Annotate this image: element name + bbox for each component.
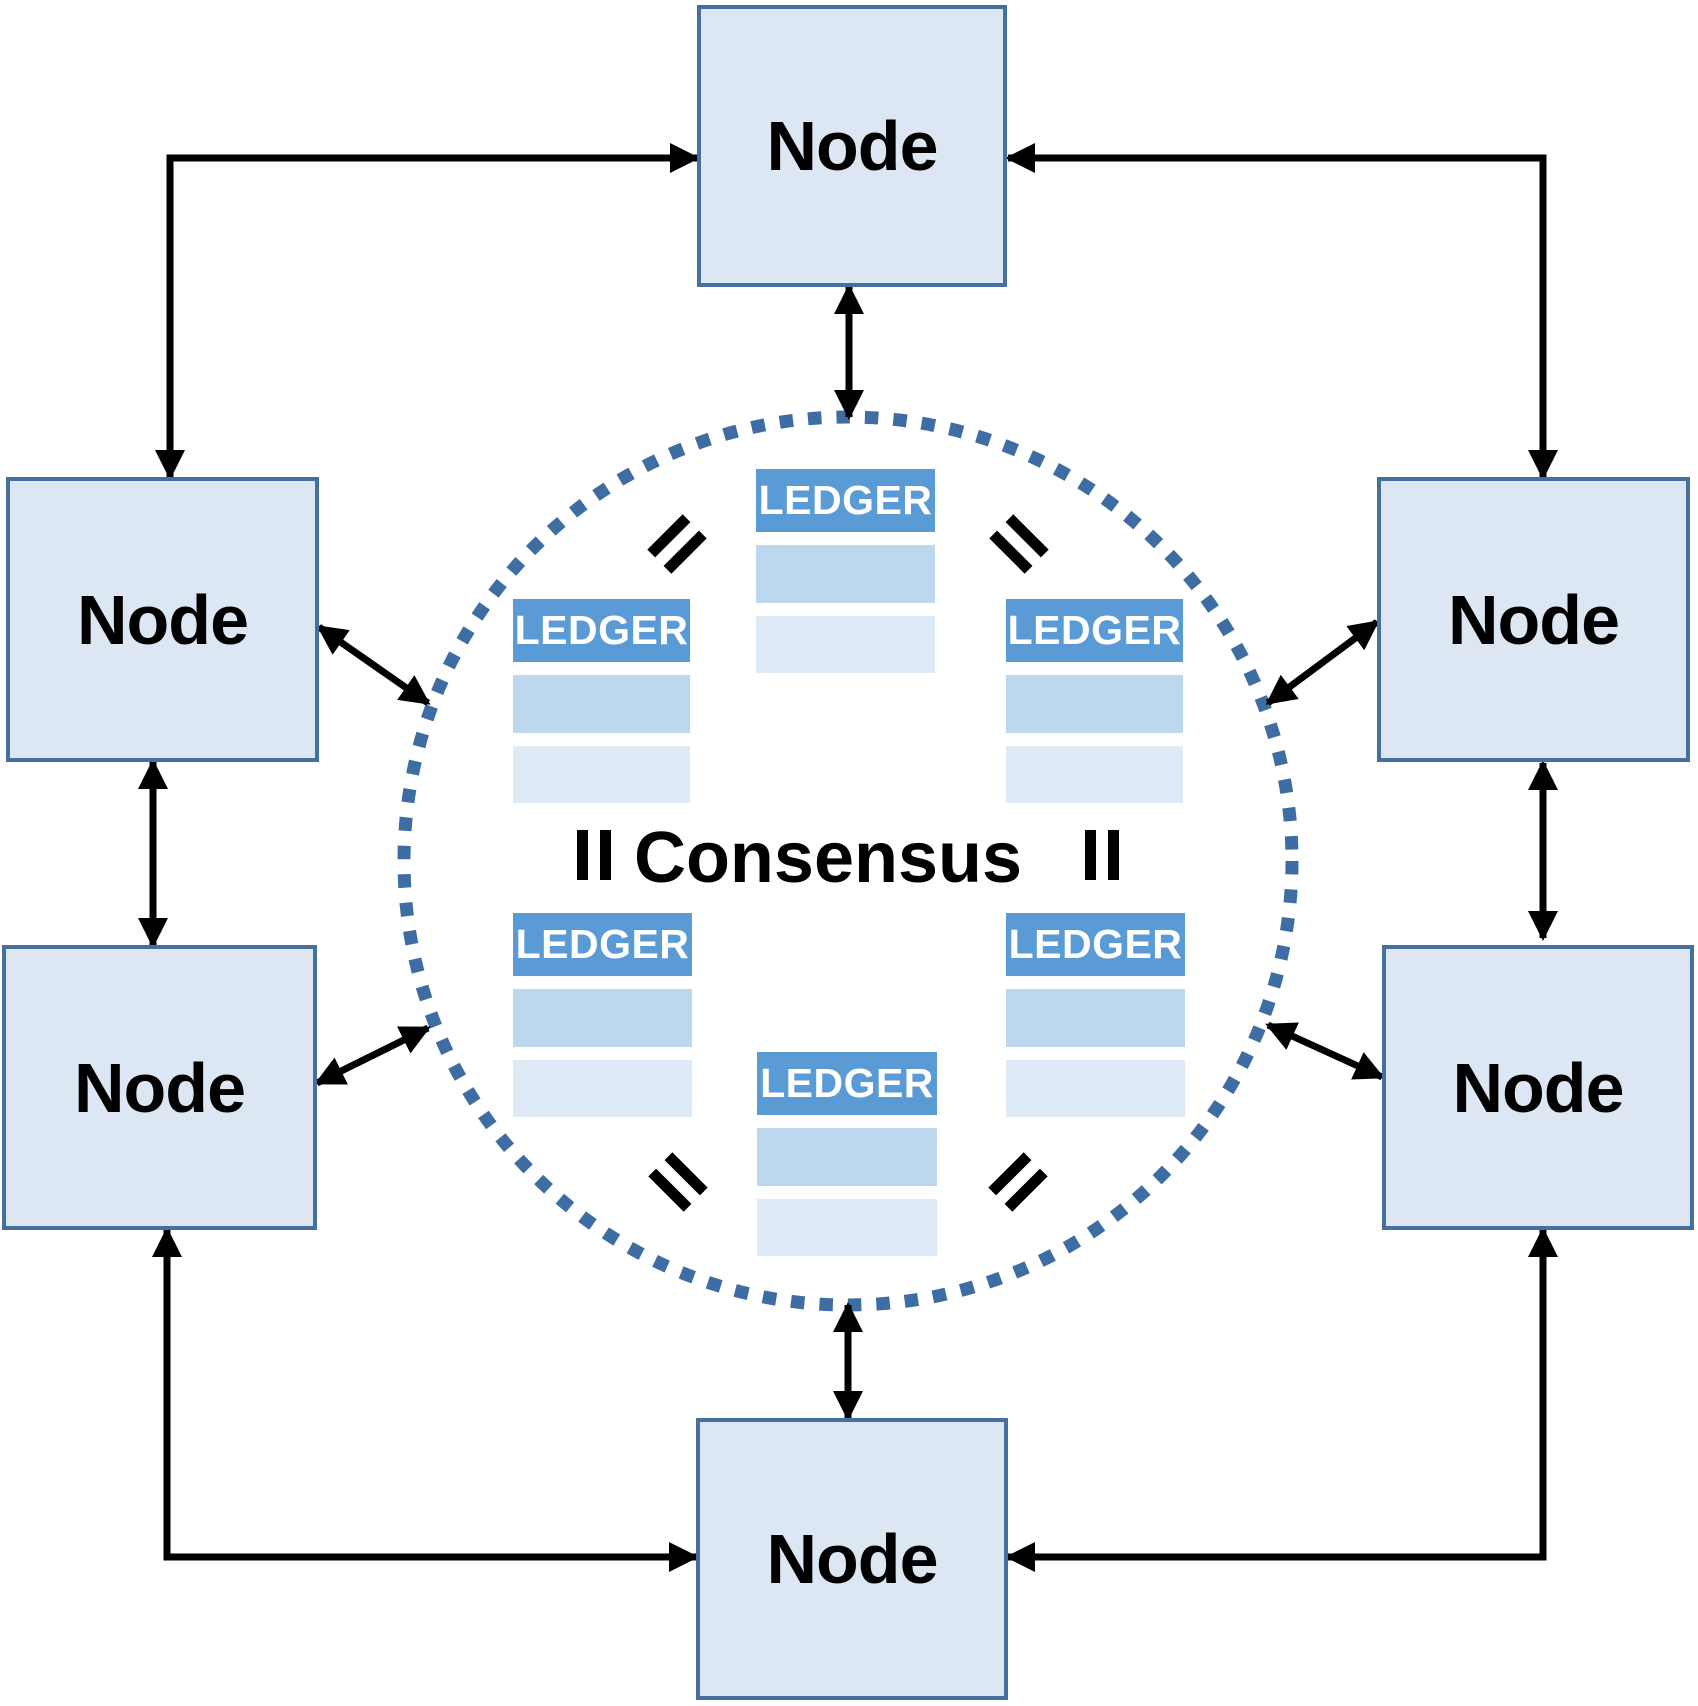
- ledger-header: LEDGER: [513, 913, 692, 976]
- ledger-row: [513, 746, 690, 803]
- connector-lowerright-circle: [1265, 1021, 1385, 1081]
- ledger-right: LEDGER: [1006, 599, 1183, 803]
- node-bottom: Node: [696, 1418, 1008, 1700]
- ledger-bottom-right: LEDGER: [1006, 913, 1185, 1117]
- ledger-bottom: LEDGER: [757, 1052, 937, 1256]
- connector-upperleft-circle: [316, 624, 431, 706]
- connector-upperright-circle: [1265, 619, 1380, 706]
- connector-top-upperleft: [154, 142, 701, 481]
- ledger-top: LEDGER: [756, 469, 935, 673]
- ledger-row: [1006, 1060, 1185, 1117]
- ledger-header: LEDGER: [757, 1052, 937, 1115]
- ledger-row: [513, 1060, 692, 1117]
- ledger-row: [757, 1199, 937, 1256]
- connector-lowerleft-circle: [314, 1024, 431, 1087]
- ledger-title: LEDGER: [515, 921, 690, 967]
- ledger-bottom-left: LEDGER: [513, 913, 692, 1117]
- node-upper-right: Node: [1377, 477, 1690, 762]
- ledger-row: [756, 616, 935, 673]
- node-label: Node: [766, 107, 939, 185]
- node-label: Node: [77, 580, 249, 659]
- equals-icon: [577, 830, 611, 880]
- ledger-row: [513, 675, 690, 733]
- consensus-title: Consensus: [633, 818, 1023, 898]
- ledger-row: [756, 545, 935, 603]
- ledger-row: [513, 989, 692, 1047]
- ledger-header: LEDGER: [1006, 913, 1185, 976]
- connector-lowerright-bottom: [1004, 1226, 1559, 1573]
- node-label: Node: [1448, 580, 1620, 659]
- equals-icon: [1085, 830, 1119, 880]
- ledger-title: LEDGER: [1007, 607, 1182, 653]
- ledger-row: [757, 1128, 937, 1186]
- ledger-header: LEDGER: [756, 469, 935, 532]
- ledger-row: [1006, 746, 1183, 803]
- node-label: Node: [766, 1520, 939, 1598]
- node-label: Node: [1452, 1048, 1625, 1127]
- node-upper-left: Node: [6, 477, 319, 762]
- connector-top-upperright: [1004, 142, 1559, 481]
- ledger-title: LEDGER: [514, 607, 689, 653]
- ledger-row: [1006, 675, 1183, 733]
- ledger-row: [1006, 989, 1185, 1047]
- node-top: Node: [697, 5, 1007, 287]
- node-label: Node: [74, 1048, 246, 1127]
- node-lower-right: Node: [1382, 945, 1694, 1230]
- ledger-header: LEDGER: [513, 599, 690, 662]
- node-lower-left: Node: [2, 945, 317, 1230]
- ledger-header: LEDGER: [1006, 599, 1183, 662]
- ledger-title: LEDGER: [1008, 921, 1183, 967]
- ledger-title: LEDGER: [760, 1060, 934, 1106]
- ledger-title: LEDGER: [758, 477, 933, 523]
- connector-lowerleft-bottom: [151, 1226, 700, 1573]
- ledger-left: LEDGER: [513, 599, 690, 803]
